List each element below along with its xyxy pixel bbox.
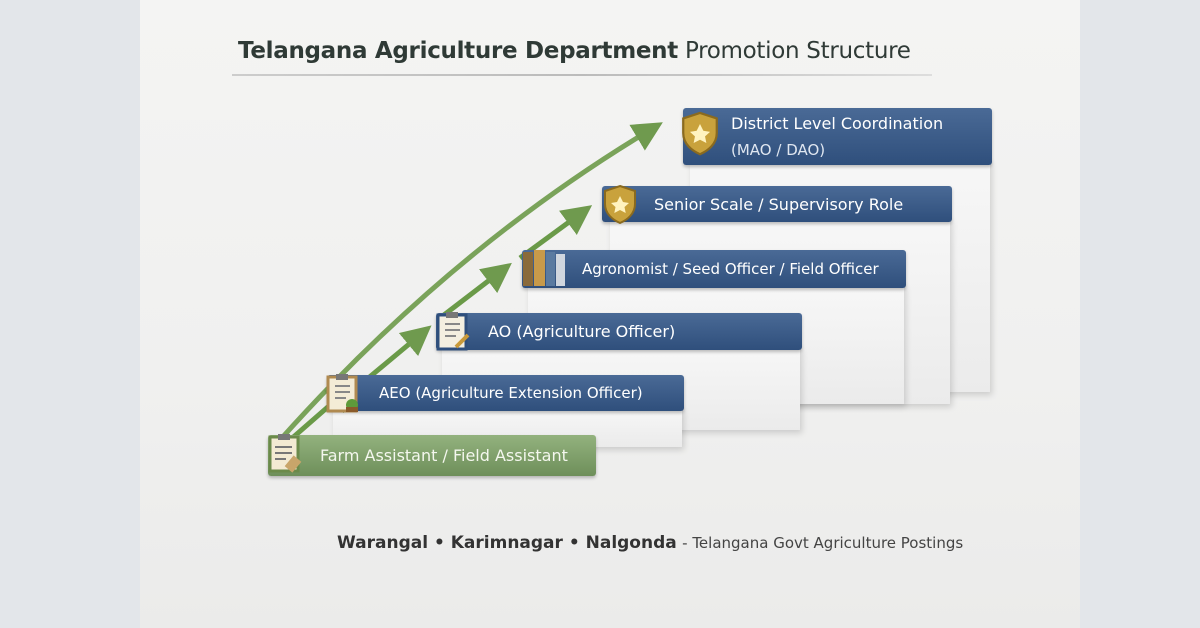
title-light: Promotion Structure: [684, 38, 911, 64]
step-farm-assistant: Farm Assistant / Field Assistant: [268, 435, 596, 476]
clipboard-icon: [268, 434, 302, 473]
title-divider: [232, 74, 932, 76]
shield-star-icon: [682, 111, 718, 156]
step-aeo: AEO (Agriculture Extension Officer): [327, 375, 684, 411]
clipboard-plant-icon: [326, 374, 358, 413]
step-senior-scale: Senior Scale / Supervisory Role: [602, 186, 952, 222]
step-label: AEO (Agriculture Extension Officer): [379, 384, 643, 402]
step-arrow-3: [438, 262, 512, 320]
step-label: AO (Agriculture Officer): [488, 322, 676, 341]
page-title: Telangana Agriculture Department Promoti…: [238, 38, 911, 64]
step-label: Farm Assistant / Field Assistant: [320, 446, 568, 465]
step-label: Agronomist / Seed Officer / Field Office…: [582, 260, 879, 278]
step-label: District Level Coordination: [731, 113, 944, 133]
footer-districts: Warangal • Karimnagar • Nalgonda: [337, 533, 677, 553]
step-ao: AO (Agriculture Officer): [436, 313, 802, 350]
title-bold: Telangana Agriculture Department: [238, 38, 678, 64]
shield-star-icon: [604, 184, 636, 224]
step-agronomist: Agronomist / Seed Officer / Field Office…: [522, 250, 906, 288]
step-sublabel: (MAO / DAO): [731, 140, 826, 159]
binders-icon: [523, 250, 565, 286]
footer-caption: Warangal • Karimnagar • Nalgonda - Telan…: [337, 533, 963, 553]
footer-tail: - Telangana Govt Agriculture Postings: [682, 534, 964, 552]
clipboard-pen-icon: [436, 312, 470, 351]
step-district-level: District Level Coordination (MAO / DAO): [683, 108, 992, 165]
step-label: Senior Scale / Supervisory Role: [654, 194, 904, 214]
